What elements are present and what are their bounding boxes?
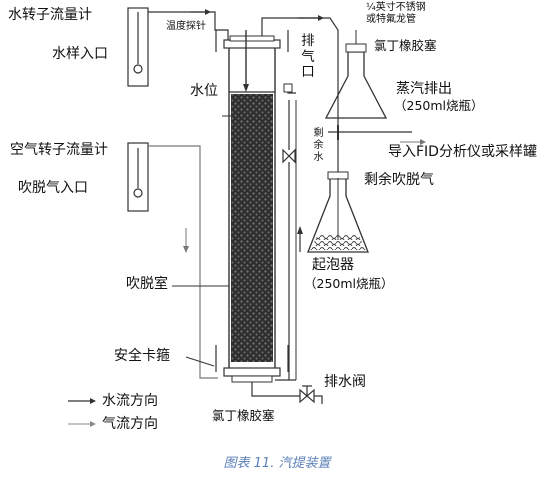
legend-water-label: 水流方向 bbox=[102, 393, 158, 409]
drain-valve-label: 排水阀 bbox=[324, 374, 366, 390]
steam-flask bbox=[324, 30, 388, 119]
water-flowmeter-label: 水转子流量计 bbox=[8, 7, 92, 23]
legend-gas-label: 气流方向 bbox=[102, 416, 158, 432]
vent-label: 排 气 口 bbox=[301, 33, 315, 81]
drain-valve-symbol bbox=[299, 385, 315, 404]
stopper-bottom-label: 氯丁橡胶塞 bbox=[212, 408, 275, 423]
steam-out-label: 蒸汽排出 bbox=[396, 81, 452, 97]
air-rotameter bbox=[127, 142, 149, 212]
residual-water-valve bbox=[282, 148, 296, 164]
to-fid-label: 导入FID分析仪或采样罐 bbox=[388, 144, 537, 160]
stripping-chamber-label: 吹脱室 bbox=[126, 276, 168, 292]
legend-water-arrow bbox=[68, 398, 96, 404]
residual-gas-label: 剩余吹脱气 bbox=[364, 172, 434, 188]
safety-clip-label: 安全卡箍 bbox=[114, 348, 170, 364]
air-flowmeter-label: 空气转子流量计 bbox=[10, 142, 108, 158]
stripping-gas-inlet-label: 吹脱气入口 bbox=[18, 180, 88, 196]
bubbler-flask-label: （250ml烧瓶） bbox=[304, 276, 394, 291]
figure-caption: 图表 11. 汽提装置 bbox=[223, 456, 331, 471]
steam-flask-label: （250ml烧瓶） bbox=[394, 98, 484, 113]
water-level-label: 水位 bbox=[190, 83, 218, 99]
residual-water-label: 剩 余 水 bbox=[313, 128, 324, 163]
stripping-column bbox=[215, 30, 289, 383]
bubbler-flask bbox=[307, 171, 369, 253]
water-inlet-label: 水样入口 bbox=[52, 46, 108, 62]
water-rotameter bbox=[127, 7, 149, 87]
bubbler-label: 起泡器 bbox=[312, 257, 354, 273]
legend-gas-arrow bbox=[68, 421, 96, 427]
stopper-top-label: 氯丁橡胶塞 bbox=[374, 38, 437, 53]
temp-probe-label: 温度探针 bbox=[166, 21, 206, 32]
steel-tube-label-2: 或特氟龙管 bbox=[366, 14, 416, 25]
steel-tube-label-1: ¼英寸不锈钢 bbox=[366, 2, 426, 13]
